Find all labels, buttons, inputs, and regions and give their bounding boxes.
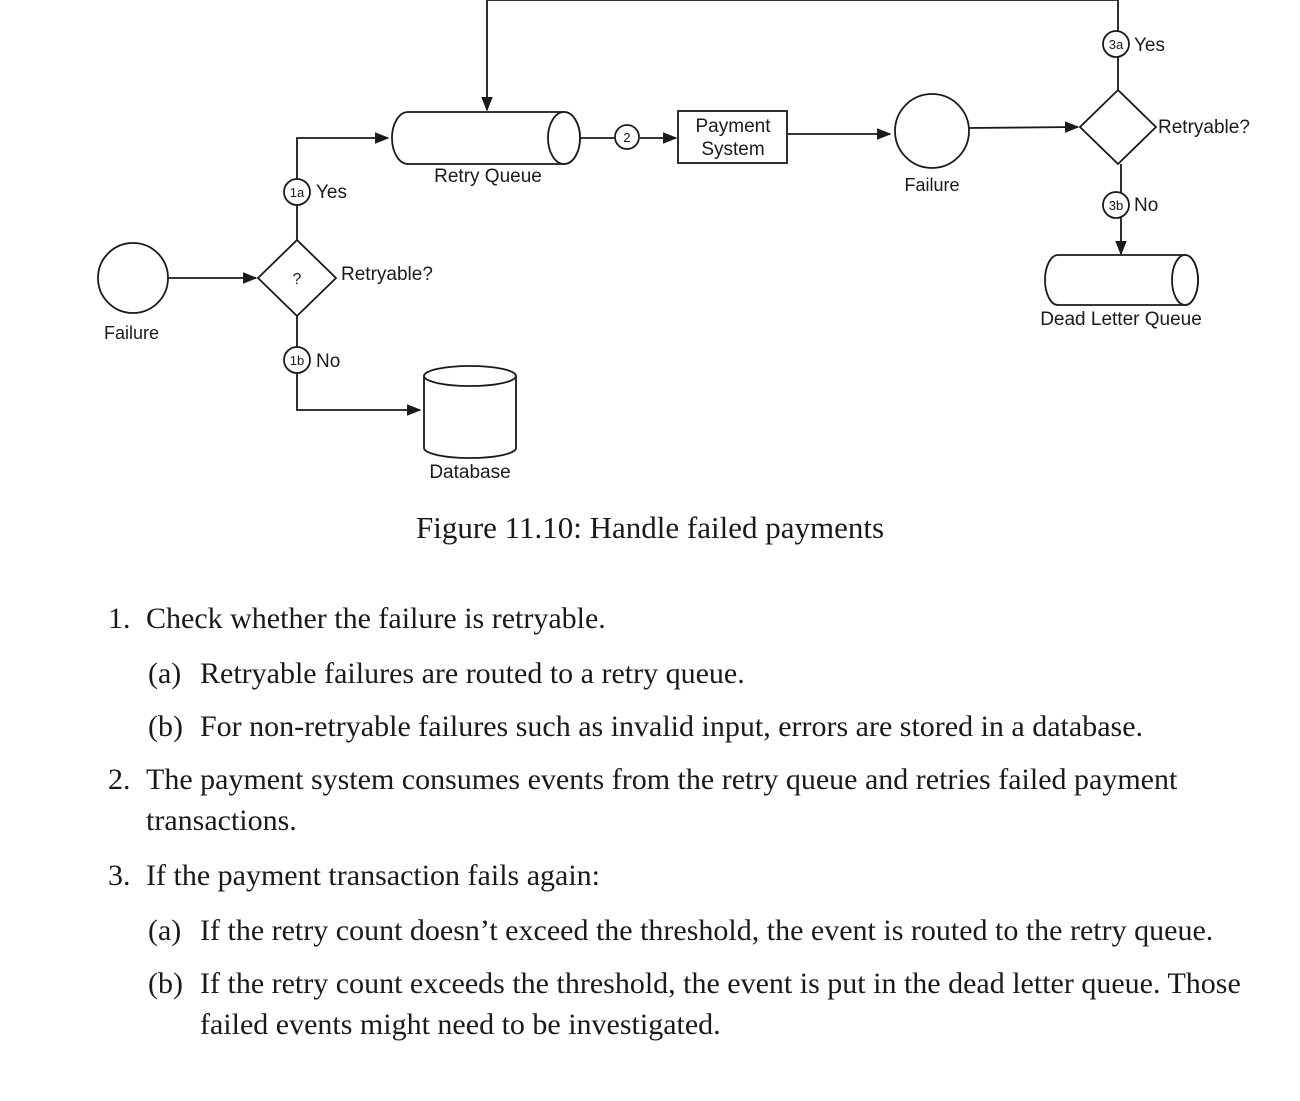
substep-mark: (a): [148, 914, 182, 947]
retry-queue-node: [391, 111, 581, 165]
step-text: Check whether the failure is retryable.: [146, 602, 606, 635]
badge-circle-1a: [283, 178, 311, 206]
badge-circle-3b: [1102, 191, 1130, 219]
yes-label-3a: Yes: [1134, 35, 1165, 56]
retry-queue-label: Retry Queue: [434, 166, 542, 187]
badge-circle-1b: [283, 346, 311, 374]
substep-text: If the retry count doesn’t exceed the th…: [200, 914, 1214, 947]
step-2: 2. The payment system consumes events fr…: [108, 759, 1278, 841]
steps-list: 1. Check whether the failure is retryabl…: [108, 598, 1278, 1057]
decision-node-right: [1078, 88, 1158, 166]
substep-text: Retryable failures are routed to a retry…: [200, 657, 745, 690]
retryable-label-right: Retryable?: [1158, 117, 1250, 138]
failure-label-left: Failure: [104, 323, 159, 343]
badge-circle-2: [614, 124, 640, 150]
step-1: 1. Check whether the failure is retryabl…: [108, 598, 1278, 639]
badge-label-1b: 1b: [290, 353, 304, 368]
payment-system-label-line2: System: [701, 139, 764, 160]
figure-caption: Figure 11.10: Handle failed payments: [415, 510, 885, 545]
failure-node-right: [894, 93, 970, 169]
substep-3b: (b) If the retry count exceeds the thres…: [108, 963, 1278, 1045]
dead-letter-queue-label: Dead Letter Queue: [1040, 309, 1202, 330]
failure-node-left: [97, 242, 169, 314]
failure-label-right: Failure: [904, 175, 959, 195]
yes-label-1a: Yes: [316, 182, 347, 203]
edge-1a-yes: [296, 132, 390, 240]
retryable-label-left: Retryable?: [341, 264, 433, 285]
step-1-sublist: (a) Retryable failures are routed to a r…: [108, 653, 1278, 747]
substep-mark: (b): [148, 710, 183, 743]
edge-failure-to-decision-right: [968, 121, 1080, 133]
substep-1a: (a) Retryable failures are routed to a r…: [108, 653, 1278, 694]
dead-letter-queue-node: [1044, 254, 1199, 306]
no-label-3b: No: [1134, 195, 1158, 216]
badge-label-2: 2: [623, 130, 630, 145]
payment-system-label-line1: Payment: [696, 116, 772, 137]
no-label-1b: No: [316, 351, 340, 372]
step-text: The payment system consumes events from …: [146, 763, 1178, 837]
decision-symbol-left: ?: [293, 271, 302, 288]
edge-3a-yes: [481, 0, 1119, 112]
badge-label-3b: 3b: [1109, 198, 1123, 213]
badge-circle-3a: [1102, 30, 1130, 58]
badge-label-3a: 3a: [1109, 37, 1124, 52]
database-label: Database: [429, 462, 510, 483]
database-node: [423, 365, 517, 459]
payment-system-node: [677, 110, 788, 164]
failed-payments-diagram: Failure ? Retryable? 1a Yes 1b No Retry …: [97, 0, 1250, 483]
step-text: If the payment transaction fails again:: [146, 859, 600, 892]
badge-label-1a: 1a: [290, 185, 305, 200]
step-3: 3. If the payment transaction fails agai…: [108, 855, 1278, 896]
substep-mark: (b): [148, 967, 183, 1000]
substep-3a: (a) If the retry count doesn’t exceed th…: [108, 910, 1278, 951]
step-3-sublist: (a) If the retry count doesn’t exceed th…: [108, 910, 1278, 1045]
substep-1b: (b) For non-retryable failures such as i…: [108, 706, 1278, 747]
substep-text: For non-retryable failures such as inval…: [200, 710, 1144, 743]
substep-mark: (a): [148, 657, 182, 690]
step-number: 1.: [108, 602, 131, 635]
substep-text: If the retry count exceeds the threshold…: [200, 967, 1241, 1041]
step-number: 2.: [108, 763, 131, 796]
step-number: 3.: [108, 859, 131, 892]
